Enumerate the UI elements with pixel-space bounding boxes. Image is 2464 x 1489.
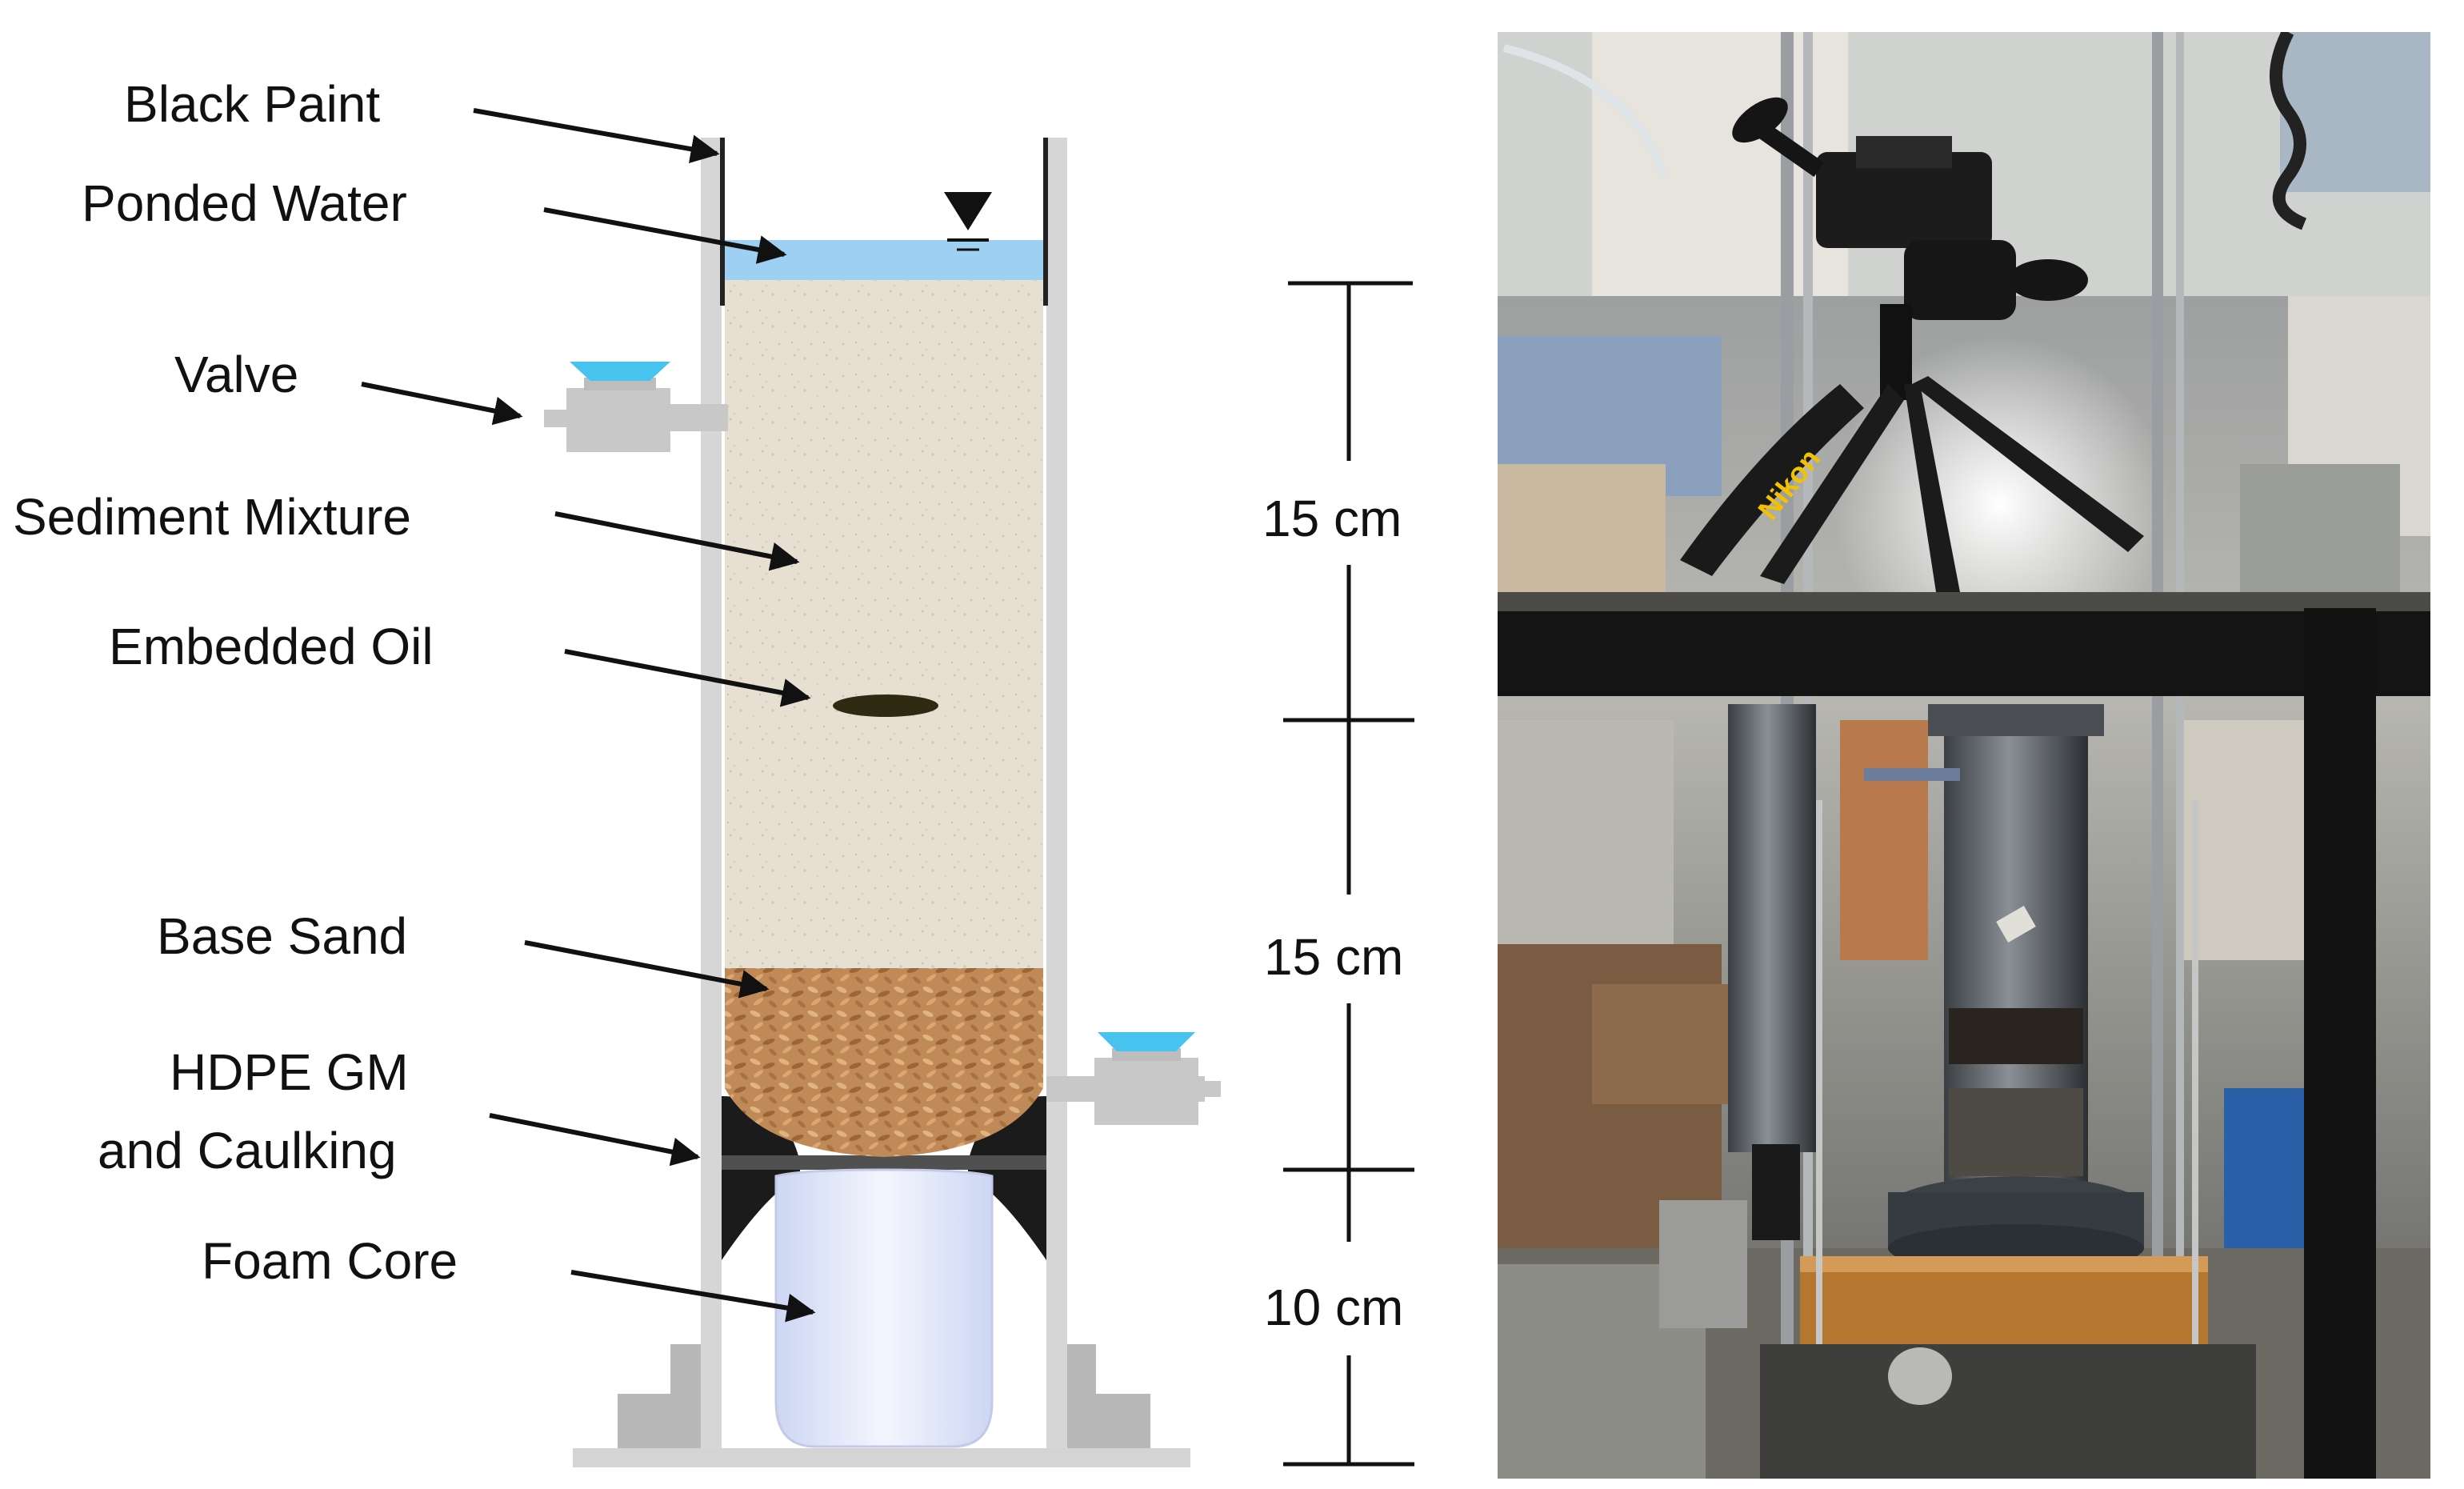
column-diagram: Black Paint Ponded Water Valve Sediment …: [13, 75, 1414, 1467]
ponded-water: [725, 240, 1043, 280]
arrow-black-paint: [473, 108, 720, 164]
embedded-oil: [833, 694, 938, 717]
arrow-oil: [564, 649, 811, 707]
label-valve: Valve: [174, 346, 298, 403]
camera: Nikon: [1680, 97, 2144, 592]
label-hdpe-line2: and Caulking: [98, 1122, 397, 1179]
caulking-left: [722, 1096, 800, 1260]
label-ponded-water: Ponded Water: [82, 174, 407, 232]
table-top: [1498, 608, 2430, 696]
arrow-ponded-water: [543, 207, 787, 264]
sediment-mixture: [725, 280, 1043, 968]
left-footing: [618, 1344, 701, 1448]
hdpe-gm: [722, 1155, 1046, 1170]
dim-middle: 15 cm: [1264, 928, 1403, 986]
valve-lower: [1046, 1032, 1221, 1125]
arrow-valve: [361, 382, 523, 426]
label-base-sand: Base Sand: [157, 907, 407, 965]
left-wall: [701, 138, 722, 1448]
arrow-sediment: [554, 511, 800, 571]
black-paint-left: [720, 138, 725, 306]
dim-bottom: 10 cm: [1264, 1279, 1403, 1336]
right-wall: [1046, 138, 1067, 1448]
water-level-symbol: [944, 192, 992, 230]
caulking-right: [968, 1096, 1046, 1260]
valve-upper: [544, 362, 728, 452]
arrow-hdpe: [489, 1113, 701, 1167]
dim-top: 15 cm: [1262, 490, 1402, 547]
label-sediment-mixture: Sediment Mixture: [13, 488, 411, 546]
label-foam-core: Foam Core: [202, 1232, 458, 1290]
label-black-paint: Black Paint: [124, 75, 380, 133]
arrow-foam-core: [570, 1270, 816, 1323]
black-paint-right: [1043, 138, 1048, 306]
base-plate: [573, 1448, 1190, 1467]
foam-core: [774, 1168, 994, 1448]
base-sand: [725, 968, 1043, 1157]
label-embedded-oil: Embedded Oil: [109, 618, 434, 675]
arrow-base-sand: [524, 940, 770, 999]
lab-photo: Nikon: [1498, 32, 2430, 1479]
label-hdpe-line1: HDPE GM: [170, 1043, 409, 1101]
right-footing: [1067, 1344, 1150, 1448]
table-leg: [2304, 608, 2376, 1479]
dimension-scale: [1283, 281, 1414, 1467]
